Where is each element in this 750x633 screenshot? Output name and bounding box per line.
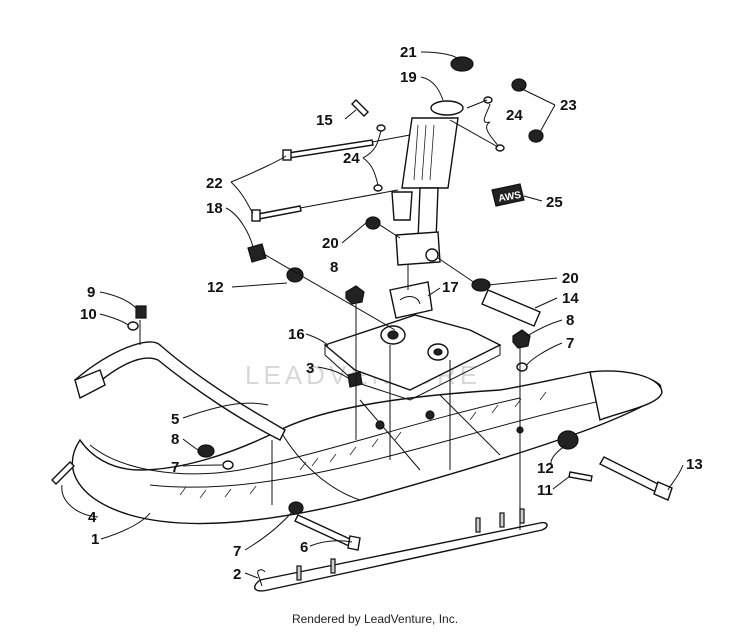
callout-14: 14 — [562, 290, 579, 307]
callout-23: 23 — [560, 97, 577, 114]
callout-8a: 8 — [330, 259, 338, 276]
ski-loop — [74, 341, 286, 441]
hardware — [51, 78, 673, 551]
callout-7a: 7 — [566, 335, 574, 352]
callout-13: 13 — [686, 456, 703, 473]
callout-24b: 24 — [343, 150, 360, 167]
saddle-bracket — [323, 314, 502, 401]
callout-2: 2 — [233, 566, 241, 583]
shock-absorber — [391, 100, 464, 266]
callout-7b: 7 — [171, 459, 179, 476]
footer-credit: Rendered by LeadVenture, Inc. — [291, 612, 459, 626]
callout-5: 5 — [171, 411, 179, 428]
ski-body — [71, 370, 663, 525]
callout-labels: 21 19 23 24 15 24 22 18 25 20 8 17 20 12… — [80, 44, 703, 583]
callout-8c: 8 — [171, 431, 179, 448]
bumper — [389, 281, 433, 319]
callout-16: 16 — [288, 326, 305, 343]
callout-7c: 7 — [233, 543, 241, 560]
callout-21: 21 — [400, 44, 417, 61]
callout-20: 20 — [322, 235, 339, 252]
callout-20b: 20 — [562, 270, 579, 287]
callout-24: 24 — [506, 107, 523, 124]
callout-25: 25 — [546, 194, 563, 211]
decal-25: AWS — [491, 183, 525, 207]
callout-12a: 12 — [207, 279, 224, 296]
callout-3: 3 — [306, 360, 314, 377]
wear-bar — [254, 508, 548, 592]
callout-17: 17 — [442, 279, 459, 296]
assembly-lines — [139, 99, 521, 530]
callout-15: 15 — [316, 112, 333, 129]
callout-22: 22 — [206, 175, 223, 192]
callout-11: 11 — [537, 482, 553, 499]
callout-12b: 12 — [537, 460, 554, 477]
callout-1: 1 — [91, 531, 99, 548]
callout-9: 9 — [87, 284, 95, 301]
callout-4: 4 — [88, 509, 97, 526]
callout-6: 6 — [300, 539, 308, 556]
leader-lines — [61, 51, 684, 579]
callout-19: 19 — [400, 69, 417, 86]
callout-10: 10 — [80, 306, 97, 323]
shock-cap — [450, 56, 474, 72]
decal-text: AWS — [498, 190, 523, 205]
callout-8b: 8 — [566, 312, 574, 329]
callout-18: 18 — [206, 200, 223, 217]
